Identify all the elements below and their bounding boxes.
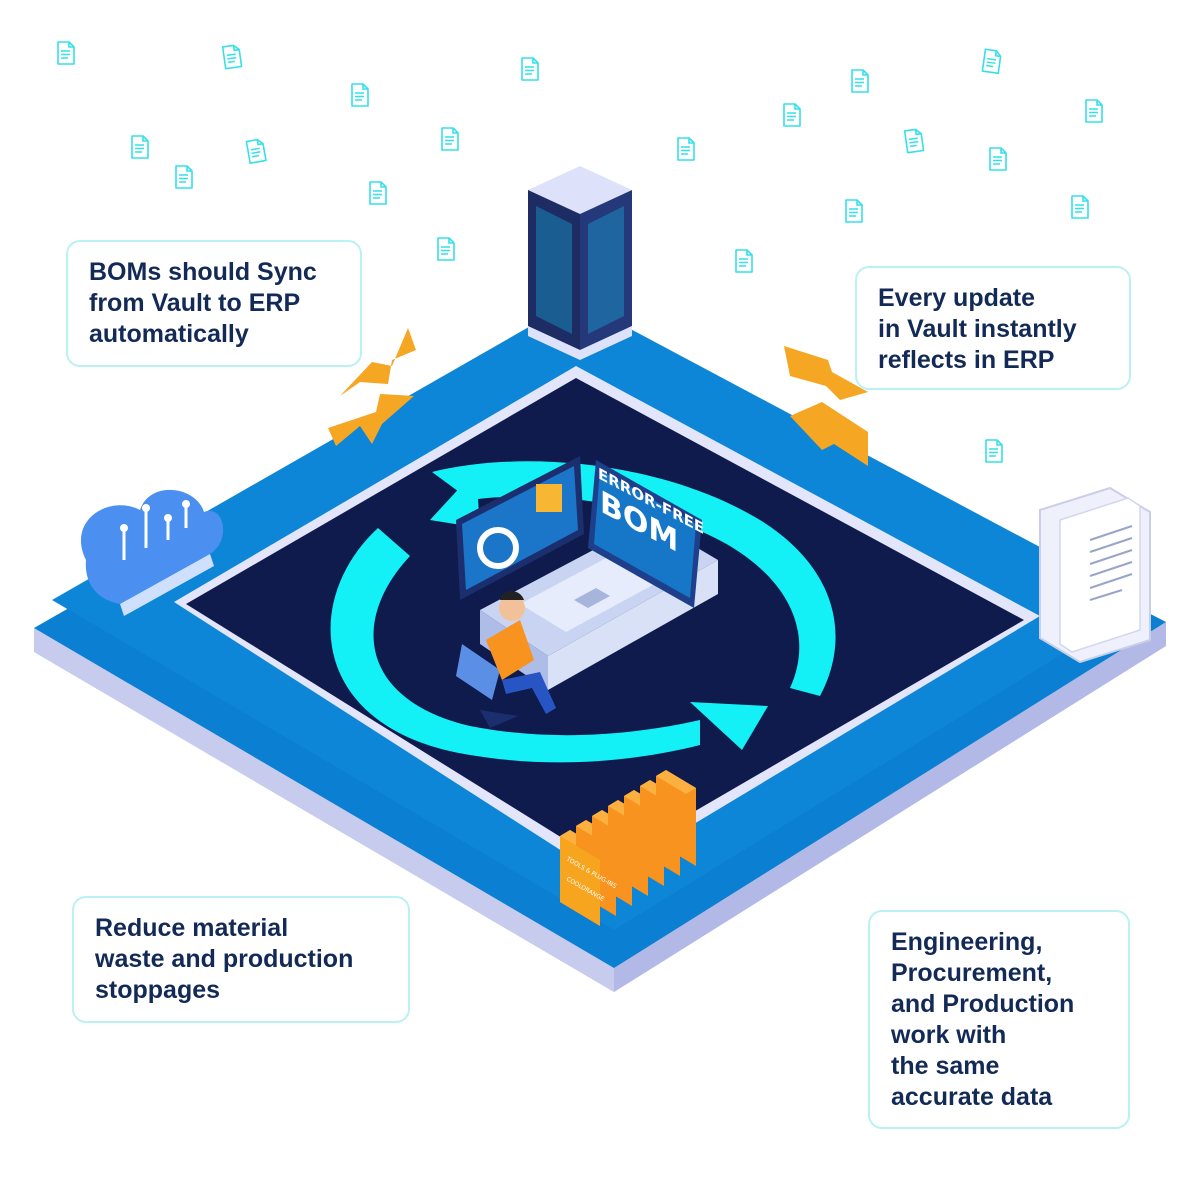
callout-line: Procurement, [891,959,1053,987]
folder-stack-icon: TOOLS & PLUG-INS COOLORANGE [560,770,696,926]
swap-arrows-icon [328,328,868,466]
cloud-network-icon [80,489,224,616]
document-icon [521,57,539,81]
callout-line: BOMs should Sync [89,258,317,286]
callout-line: Reduce material [95,914,289,942]
document-icon [851,69,869,93]
document-icon [369,181,387,205]
document-icon [735,249,753,273]
callout-line: work with [891,1021,1007,1049]
callout-line: from Vault to ERP [89,289,301,317]
callout-line: accurate data [891,1083,1053,1111]
callout-line: waste and production [95,945,354,973]
document-icon [131,135,149,159]
callout-instant-updates: Every update in Vault instantly reflects… [855,266,1131,390]
document-icon [981,48,1003,75]
document-icon [677,137,695,161]
callout-line: Every update [878,284,1036,312]
callout-same-accurate-data: Engineering, Procurement, and Production… [868,910,1130,1129]
callout-line: automatically [89,320,249,348]
document-icon [985,439,1003,463]
document-icon [437,237,455,261]
document-icon [783,103,801,127]
document-icon [1085,99,1103,123]
callout-line: and Production [891,990,1075,1018]
callout-line: the same [891,1052,1000,1080]
gear-icon [536,484,562,512]
document-icon [245,137,267,165]
document-icon [441,127,459,151]
callout-line: Engineering, [891,928,1043,956]
document-icon [903,127,925,154]
callout-reduce-waste: Reduce material waste and production sto… [72,896,410,1023]
callout-line: stoppages [95,976,221,1004]
document-icon [175,165,193,189]
document-icon [1071,195,1089,219]
callout-sync-automatically: BOMs should Sync from Vault to ERP autom… [66,240,362,367]
document-icon [351,83,369,107]
callout-line: in Vault instantly [878,315,1077,343]
person-at-desk-icon [456,591,556,728]
monitor-icon [456,456,584,600]
document-icon [221,43,243,70]
callout-line: reflects in ERP [878,346,1055,374]
document-icon [57,41,75,65]
gear-icon [477,527,519,569]
document-icon [989,147,1007,171]
document-icon [845,199,863,223]
paper-stack-icon [1039,486,1151,664]
cycle-arrows-icon [330,461,836,763]
server-icon [528,166,632,360]
